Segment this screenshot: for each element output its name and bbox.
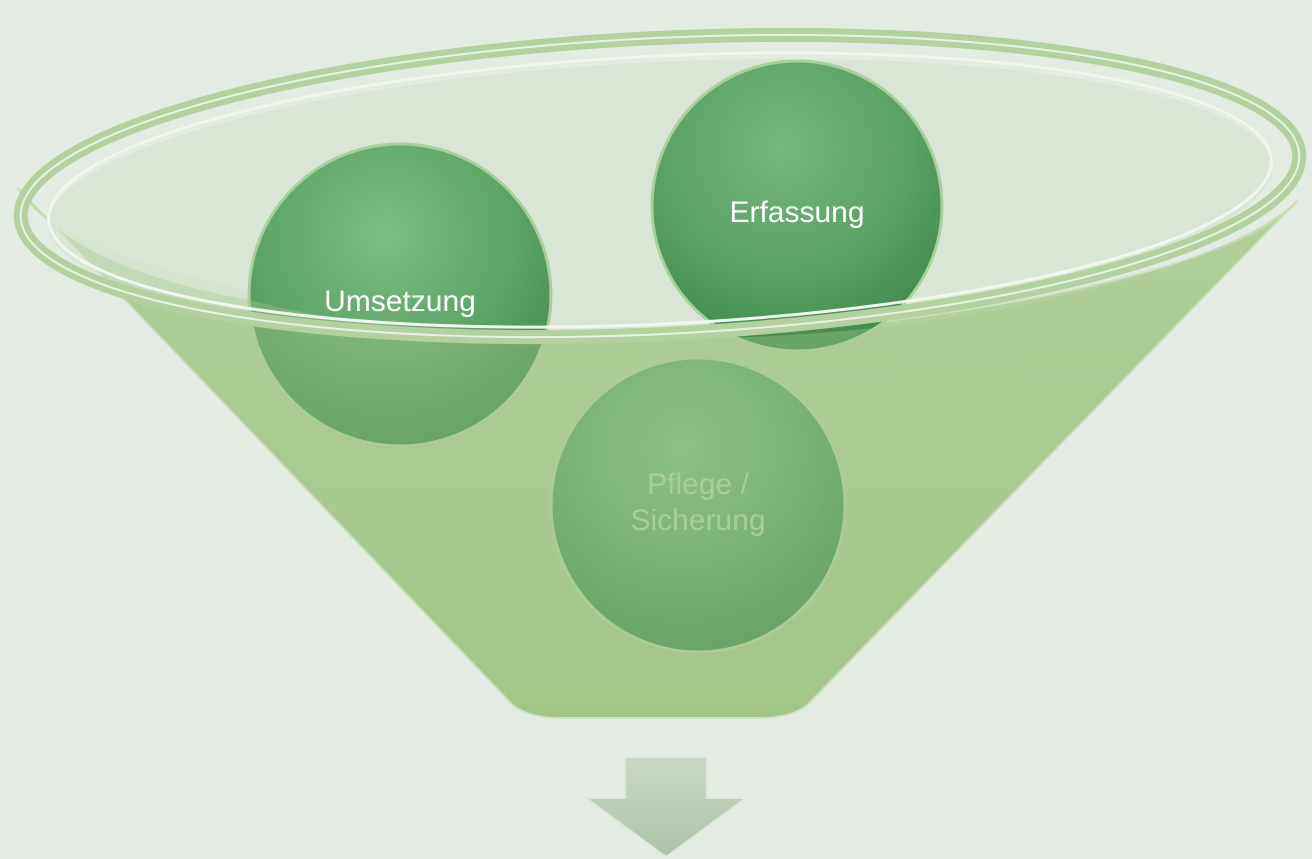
label-erfassung: Erfassung [729, 196, 864, 229]
erfassung-label-line: Erfassung [729, 196, 864, 229]
pflege-label-line: Pflege / [647, 468, 749, 501]
label-pflege: Pflege /Sicherung [630, 468, 765, 537]
ball-erfassung [650, 59, 944, 353]
label-umsetzung: Umsetzung [324, 285, 476, 318]
pflege-label-line: Sicherung [630, 504, 765, 537]
funnel-rim-inner-edge [47, 51, 1273, 329]
funnel-front-wall [18, 188, 1298, 706]
funnel-rim-highlight [19, 33, 1301, 339]
ball-umsetzung [247, 142, 553, 448]
ball-pflege [549, 356, 847, 654]
down-arrow [582, 756, 750, 859]
umsetzung-label-line: Umsetzung [324, 285, 476, 318]
